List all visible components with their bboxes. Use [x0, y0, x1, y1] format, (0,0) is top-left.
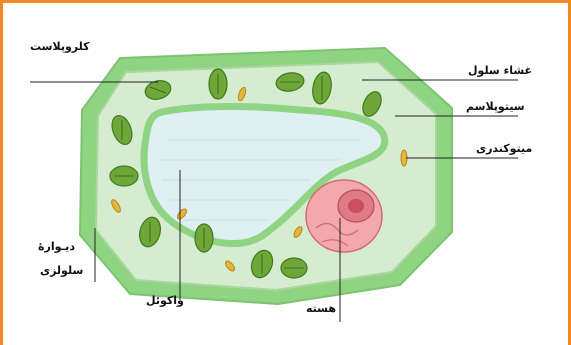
label-chloroplast: کلروپلاست [30, 40, 90, 53]
label-cellulose-wall-2: سلولزی [40, 264, 83, 277]
label-nucleus: هسته [306, 302, 336, 315]
label-cell-membrane: غشاء سلول [468, 64, 532, 77]
label-cytoplasm: سیتوپلاسم [466, 100, 525, 113]
label-cellulose-wall-1: دیـوارهٔ [38, 240, 75, 253]
label-vacuole: واکوئل [146, 294, 184, 307]
nucleus [306, 180, 382, 252]
label-mitochondria: میتوکندری [476, 142, 532, 155]
